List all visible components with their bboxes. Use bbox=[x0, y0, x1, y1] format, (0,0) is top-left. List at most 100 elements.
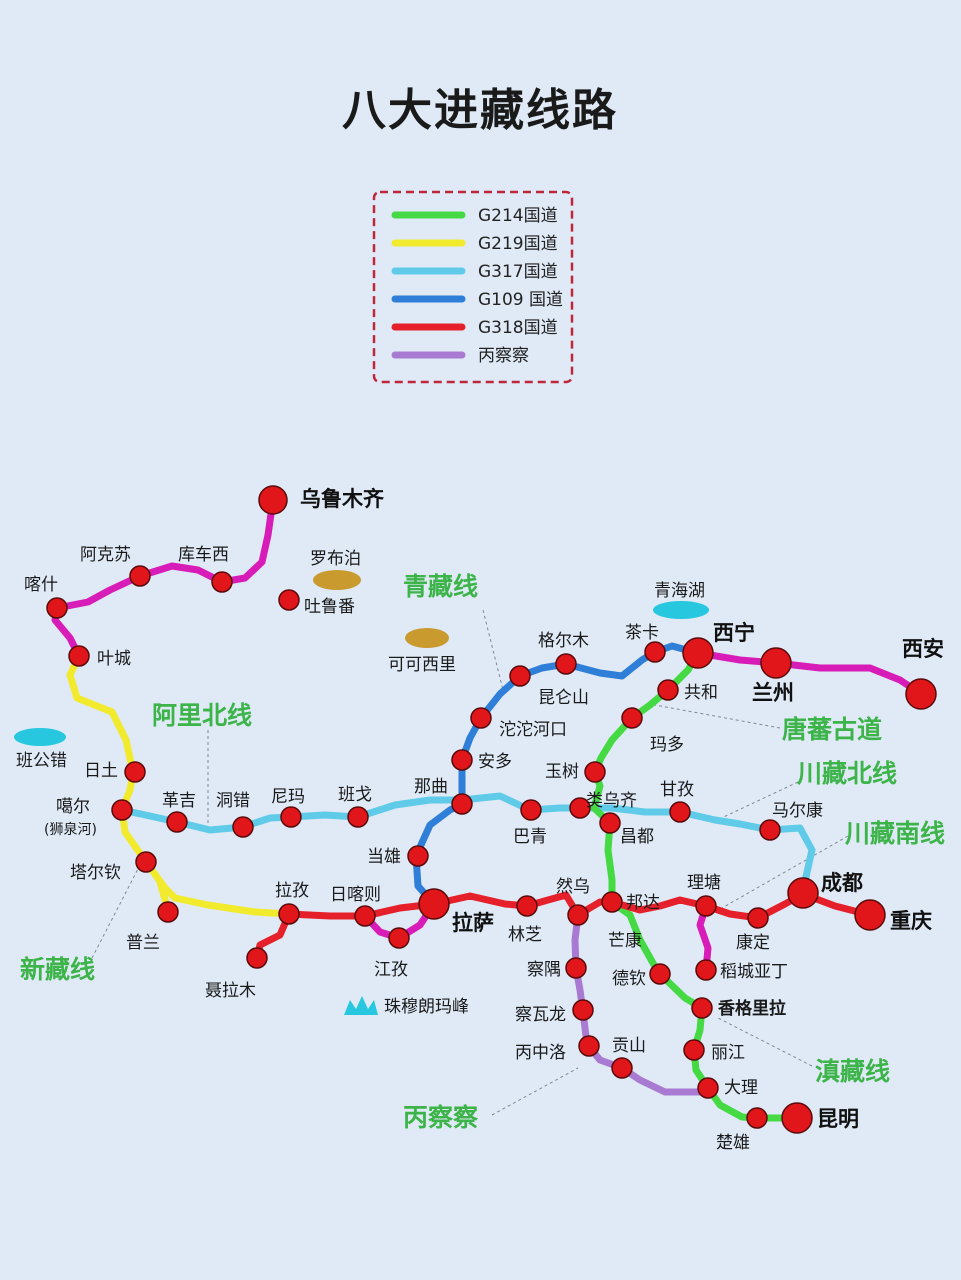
station-leiwuqi bbox=[569, 797, 591, 819]
route-xinjiang-segment bbox=[51, 496, 277, 660]
city-label-chuxiong: 楚雄 bbox=[716, 1133, 750, 1153]
station-yecheng bbox=[68, 645, 90, 667]
route-label-bingchacha: 丙察察 bbox=[403, 1103, 479, 1132]
station-linzhi bbox=[516, 895, 538, 917]
legend-item: G317国道 bbox=[391, 262, 558, 282]
legend-label: G219国道 bbox=[478, 234, 558, 254]
city-label-ritu: 日土 bbox=[84, 761, 118, 781]
city-label-xianggelila: 香格里拉 bbox=[718, 998, 786, 1019]
feature-label-bangongcuo: 班公错 bbox=[16, 751, 67, 771]
station-bingzhongluo bbox=[578, 1035, 600, 1057]
city-label-daochengyading: 稻城亚丁 bbox=[720, 962, 788, 982]
station-lazi bbox=[278, 903, 300, 925]
legend-label: G109 国道 bbox=[478, 290, 563, 310]
stations bbox=[46, 485, 937, 1134]
city-label-lijiang: 丽江 bbox=[711, 1043, 745, 1063]
route-label-dianzang: 滇藏线 bbox=[815, 1057, 890, 1086]
everest-peak-icon bbox=[344, 996, 378, 1015]
city-label-chawalong: 察瓦龙 bbox=[515, 1005, 566, 1025]
station-kunming bbox=[781, 1102, 813, 1134]
station-gongshan bbox=[611, 1057, 633, 1079]
legend-item: G214国道 bbox=[391, 206, 558, 226]
city-label-kangding: 康定 bbox=[736, 933, 770, 953]
city-label-xining: 西宁 bbox=[713, 621, 755, 645]
city-label-deqin: 德钦 bbox=[612, 969, 646, 989]
city-label-chengdu: 成都 bbox=[821, 871, 863, 895]
city-label-chaka: 茶卡 bbox=[625, 623, 659, 643]
station-xining bbox=[682, 637, 714, 669]
city-label-akesu: 阿克苏 bbox=[80, 545, 131, 565]
leader-chuanzangnan bbox=[721, 835, 849, 909]
city-label-chongqing: 重庆 bbox=[890, 909, 932, 933]
city-label-rikaze: 日喀则 bbox=[330, 885, 381, 905]
station-ganzi bbox=[669, 801, 691, 823]
station-nielamu bbox=[246, 947, 268, 969]
leader-qingzang bbox=[482, 609, 504, 691]
route-label-tangfan: 唐蕃古道 bbox=[782, 715, 882, 744]
station-madou bbox=[621, 707, 643, 729]
station-tulufan bbox=[278, 589, 300, 611]
city-label-dangxiong: 当雄 bbox=[367, 847, 401, 867]
station-rikaze bbox=[354, 905, 376, 927]
city-label-litang: 理塘 bbox=[687, 873, 721, 893]
legend-item: G318国道 bbox=[391, 318, 558, 338]
feature-label-everest: 珠穆朗玛峰 bbox=[384, 997, 469, 1017]
station-maerkang bbox=[759, 819, 781, 841]
station-xian bbox=[905, 678, 937, 710]
city-label-maerkang: 马尔康 bbox=[772, 801, 823, 821]
city-label-dongcuo: 洞错 bbox=[216, 791, 250, 811]
city-label-anduo: 安多 bbox=[478, 752, 512, 772]
city-label-taerqin: 塔尔钦 bbox=[70, 863, 121, 883]
city-label-chayu: 察隅 bbox=[527, 960, 561, 980]
station-lanzhou bbox=[760, 647, 792, 679]
station-chengdu bbox=[787, 877, 819, 909]
station-dali bbox=[697, 1077, 719, 1099]
station-ranwu bbox=[567, 904, 589, 926]
city-label-wulumuqi: 乌鲁木齐 bbox=[300, 487, 385, 511]
city-label-ranwu: 然乌 bbox=[556, 877, 590, 897]
station-chaka bbox=[644, 641, 666, 663]
city-label-kashi: 喀什 bbox=[24, 575, 58, 595]
city-label-nima: 尼玛 bbox=[271, 787, 305, 807]
station-kashi bbox=[46, 597, 68, 619]
city-label-leiwuqi: 类乌齐 bbox=[586, 791, 637, 811]
station-nima bbox=[280, 806, 302, 828]
lakes bbox=[14, 570, 709, 1015]
station-lasa bbox=[418, 888, 450, 920]
legend-item: 丙察察 bbox=[391, 346, 529, 366]
city-label-tulufan: 吐鲁番 bbox=[304, 597, 355, 617]
route-g109 bbox=[412, 642, 702, 908]
city-label-jiangzi: 江孜 bbox=[374, 960, 408, 980]
station-geermu bbox=[555, 653, 577, 675]
station-kuchexi bbox=[211, 571, 233, 593]
legend-label: G317国道 bbox=[478, 262, 558, 282]
station-kangding bbox=[747, 907, 769, 929]
qinghaihu-lake-icon bbox=[653, 601, 709, 619]
station-gaer bbox=[111, 799, 133, 821]
station-taerqin bbox=[135, 851, 157, 873]
legend-label: G318国道 bbox=[478, 318, 558, 338]
station-baqing bbox=[520, 799, 542, 821]
feature-label-qinghaihu: 青海湖 bbox=[654, 581, 705, 601]
city-label-tuotuoheko: 沱沱河口 bbox=[499, 720, 567, 740]
city-label-yecheng: 叶城 bbox=[97, 649, 131, 669]
route-label-qingzang: 青藏线 bbox=[403, 572, 478, 601]
station-wulumuqi bbox=[258, 485, 288, 515]
station-pulan bbox=[157, 901, 179, 923]
station-chawalong bbox=[572, 999, 594, 1021]
station-kunlunshan bbox=[509, 665, 531, 687]
route-label-xinzang: 新藏线 bbox=[20, 955, 95, 984]
city-label-bangda: 邦达 bbox=[626, 893, 660, 913]
legend-item: G219国道 bbox=[391, 234, 558, 254]
station-tuotuoheko bbox=[470, 707, 492, 729]
city-label-madou: 玛多 bbox=[650, 735, 684, 755]
luobupo-lake-icon bbox=[313, 570, 361, 590]
city-label-yushu: 玉树 bbox=[545, 762, 579, 782]
legend-item: G109 国道 bbox=[391, 290, 563, 310]
city-label-gongshan: 贡山 bbox=[612, 1036, 646, 1056]
legend-label: G214国道 bbox=[478, 206, 558, 226]
station-yushu bbox=[584, 761, 606, 783]
city-label-lazi: 拉孜 bbox=[275, 881, 309, 901]
city-label-geermu: 格尔木 bbox=[538, 631, 589, 651]
city-label-lasa: 拉萨 bbox=[452, 911, 494, 935]
